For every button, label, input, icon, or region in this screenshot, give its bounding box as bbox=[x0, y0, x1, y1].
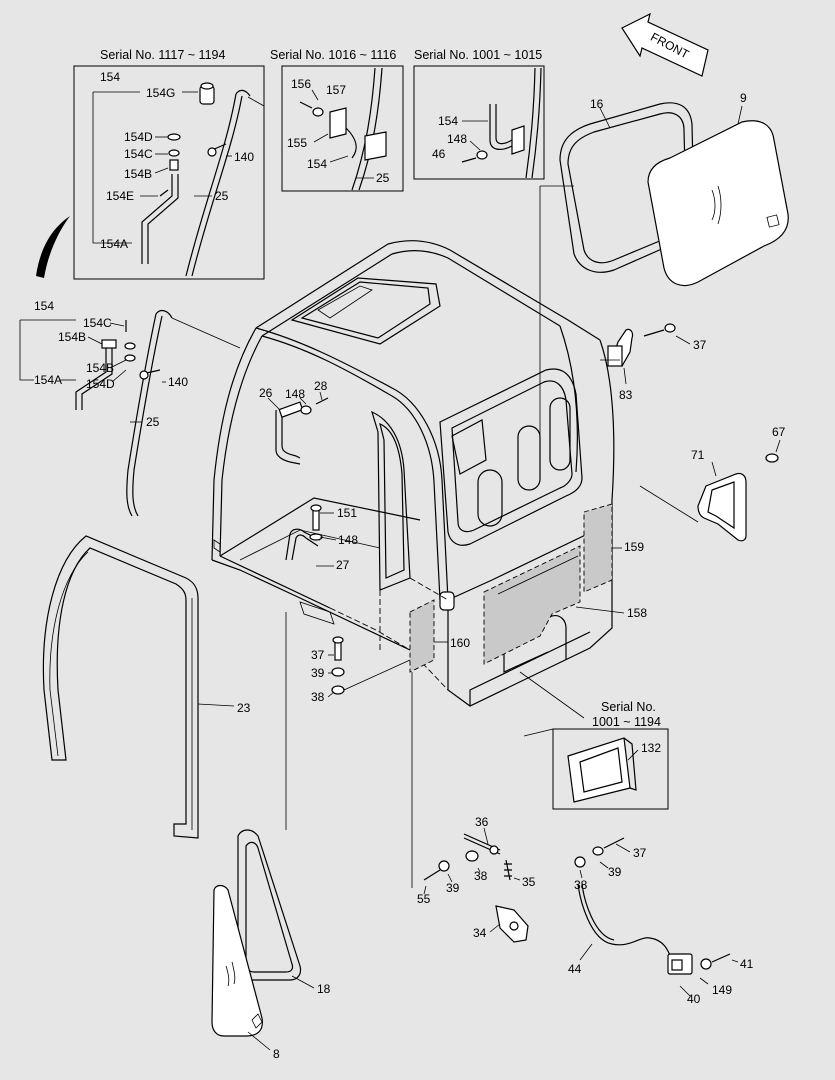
label-44: 44 bbox=[568, 962, 582, 976]
label-27: 27 bbox=[336, 558, 350, 572]
label-140-a: 140 bbox=[234, 150, 254, 164]
label-149: 149 bbox=[712, 983, 732, 997]
front-arrow: FRONT bbox=[621, 12, 709, 77]
label-155: 155 bbox=[287, 136, 307, 150]
label-156: 156 bbox=[291, 77, 311, 91]
label-154A-a: 154A bbox=[100, 237, 128, 251]
cab-body bbox=[211, 240, 615, 707]
label-154E: 154E bbox=[106, 189, 134, 203]
label-16: 16 bbox=[590, 97, 604, 111]
door-seal-23: 23 bbox=[42, 535, 251, 839]
label-154B-a: 154B bbox=[124, 167, 152, 181]
label-39-c: 39 bbox=[608, 865, 622, 879]
label-154-a: 154 bbox=[100, 70, 120, 84]
label-154D-d: 154D bbox=[86, 377, 115, 391]
inset-serial-1016-1116: Serial No. 1016 ~ 1116 156 157 155 154 2… bbox=[270, 48, 404, 192]
label-148-c: 148 bbox=[447, 132, 467, 146]
label-46: 46 bbox=[432, 147, 446, 161]
label-132: 132 bbox=[641, 741, 661, 755]
label-71: 71 bbox=[691, 448, 705, 462]
label-154A-d: 154A bbox=[34, 373, 62, 387]
label-37-b: 37 bbox=[311, 648, 325, 662]
label-36: 36 bbox=[475, 815, 489, 829]
label-154-b: 154 bbox=[307, 157, 327, 171]
label-83: 83 bbox=[619, 388, 633, 402]
inset-title-c: Serial No. 1001 ~ 1015 bbox=[414, 48, 542, 62]
inset-title-b: Serial No. 1016 ~ 1116 bbox=[270, 48, 396, 62]
bracket-71: 71 67 bbox=[639, 425, 786, 542]
label-55: 55 bbox=[417, 892, 431, 906]
label-154-d: 154 bbox=[34, 299, 54, 313]
latch-83: 37 83 bbox=[600, 323, 707, 402]
rod-assembly-left: 154 154C 154B 154A 154B 154D 140 25 bbox=[19, 299, 241, 517]
inset-title-d2: 1001 ~ 1194 bbox=[592, 715, 661, 729]
label-8: 8 bbox=[273, 1047, 280, 1061]
label-154G: 154G bbox=[146, 86, 175, 100]
label-67: 67 bbox=[772, 425, 786, 439]
label-154D-a: 154D bbox=[124, 130, 153, 144]
inset-title-d1: Serial No. bbox=[601, 700, 656, 714]
label-154B-d2: 154B bbox=[86, 361, 114, 375]
label-25-d: 25 bbox=[146, 415, 160, 429]
door-latch-cable-assembly: 36 37 39 38 38 39 55 35 34 44 41 149 40 bbox=[285, 612, 754, 1006]
label-23: 23 bbox=[237, 701, 251, 715]
label-160: 160 bbox=[450, 636, 470, 650]
label-151: 151 bbox=[337, 506, 357, 520]
label-157: 157 bbox=[326, 83, 346, 97]
label-35: 35 bbox=[522, 875, 536, 889]
label-25-a: 25 bbox=[215, 189, 229, 203]
label-38-c: 38 bbox=[574, 878, 588, 892]
seal-edge-mark bbox=[36, 216, 70, 278]
label-154C-d: 154C bbox=[83, 316, 112, 330]
inset-serial-1117-1194: Serial No. 1117 ~ 1194 154 154G 154D bbox=[73, 48, 265, 280]
label-18: 18 bbox=[317, 982, 331, 996]
window-18-8: 18 8 bbox=[211, 829, 331, 1061]
inset-serial-1001-1015: Serial No. 1001 ~ 1015 154 148 46 bbox=[413, 48, 545, 180]
label-148-b: 148 bbox=[338, 533, 358, 547]
bolt-stack-center: 37 39 38 bbox=[311, 636, 411, 704]
label-40: 40 bbox=[687, 992, 701, 1006]
label-25-b: 25 bbox=[376, 171, 390, 185]
label-38-b: 38 bbox=[311, 690, 325, 704]
label-38-d: 38 bbox=[474, 869, 488, 883]
label-37-a: 37 bbox=[693, 338, 707, 352]
label-159: 159 bbox=[624, 540, 644, 554]
label-148-a: 148 bbox=[285, 387, 305, 401]
label-154B-d: 154B bbox=[58, 330, 86, 344]
label-34: 34 bbox=[473, 926, 487, 940]
rear-window-16-9: 16 9 bbox=[539, 91, 789, 460]
label-28: 28 bbox=[314, 379, 328, 393]
label-26: 26 bbox=[259, 386, 273, 400]
label-37-c: 37 bbox=[633, 846, 647, 860]
label-140-d: 140 bbox=[168, 375, 188, 389]
label-9: 9 bbox=[740, 91, 747, 105]
label-154C-a: 154C bbox=[124, 147, 153, 161]
inset-serial-1001-1194: Serial No. 1001 ~ 1194 132 bbox=[519, 671, 669, 810]
label-154-c: 154 bbox=[438, 114, 458, 128]
label-39-b: 39 bbox=[311, 666, 325, 680]
label-39-d: 39 bbox=[446, 881, 460, 895]
label-41: 41 bbox=[740, 957, 754, 971]
inset-title-a: Serial No. 1117 ~ 1194 bbox=[100, 48, 225, 62]
label-158: 158 bbox=[627, 606, 647, 620]
insulation-pads: 159 158 160 bbox=[409, 503, 647, 673]
grab-handles: 26 148 28 151 148 27 bbox=[259, 379, 358, 572]
